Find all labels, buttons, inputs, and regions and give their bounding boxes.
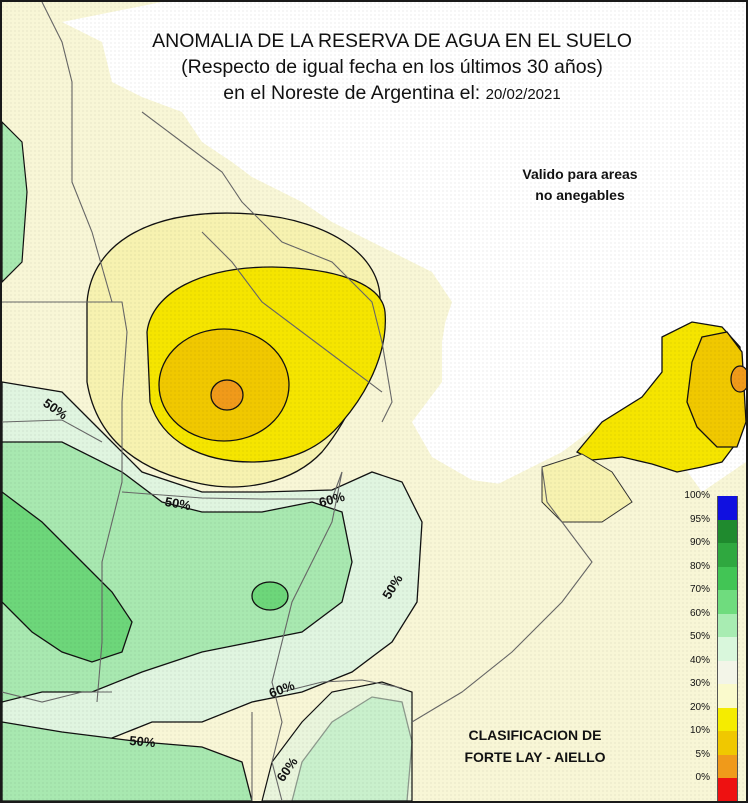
contour-label: 50% <box>164 494 193 513</box>
validity-note: Valido para areas no anegables <box>480 164 680 206</box>
title-line-2: (Respecto de igual fecha en los últimos … <box>181 56 603 78</box>
legend-swatch <box>717 613 738 637</box>
legend: 100% 95% 90% 80% 70% 60% 50% 40% 30% 20% 10% 5% 0% <box>666 490 746 801</box>
legend-swatch <box>717 566 738 590</box>
legend-label: 20% <box>689 701 710 713</box>
contour-label: 60% <box>317 489 346 510</box>
legend-label: 90% <box>689 537 710 548</box>
validity-line-2: no anegables <box>535 187 625 203</box>
legend-label: 70% <box>689 584 710 595</box>
legend-label: 40% <box>689 654 710 666</box>
legend-swatch <box>717 778 738 801</box>
legend-label: 95% <box>689 513 710 525</box>
classification-line-1: CLASIFICACION DE <box>468 727 602 743</box>
legend-swatch <box>717 590 738 614</box>
legend-swatch <box>717 637 738 661</box>
title-line-3: en el Noreste de Argentina el: 20/02/202… <box>112 80 672 108</box>
legend-swatch <box>717 684 738 708</box>
contour-label: 50% <box>129 733 157 750</box>
legend-label: 100% <box>684 490 710 501</box>
legend-swatch <box>717 707 738 731</box>
legend-label: 80% <box>689 560 710 572</box>
classification-line-2: FORTE LAY - AIELLO <box>464 749 606 765</box>
validity-line-1: Valido para areas <box>522 166 638 182</box>
legend-swatch <box>717 754 738 778</box>
map-title: ANOMALIA DE LA RESERVA DE AGUA EN EL SUE… <box>112 28 672 108</box>
legend-label: 10% <box>689 725 710 736</box>
title-line-1: ANOMALIA DE LA RESERVA DE AGUA EN EL SUE… <box>152 30 632 52</box>
legend-label: 0% <box>695 772 710 783</box>
legend-label: 5% <box>695 748 710 760</box>
legend-swatch <box>717 496 738 520</box>
classification-note: CLASIFICACION DE FORTE LAY - AIELLO <box>417 724 653 768</box>
title-line-3-prefix: en el Noreste de Argentina el: <box>223 82 481 104</box>
legend-label: 60% <box>689 607 710 619</box>
legend-swatch <box>717 731 738 755</box>
legend-swatch <box>717 543 738 567</box>
legend-swatch <box>717 660 738 684</box>
title-date: 20/02/2021 <box>485 86 561 103</box>
legend-label: 30% <box>689 678 710 689</box>
legend-label: 50% <box>689 631 710 642</box>
borders <box>2 2 593 801</box>
legend-swatch <box>717 519 738 543</box>
